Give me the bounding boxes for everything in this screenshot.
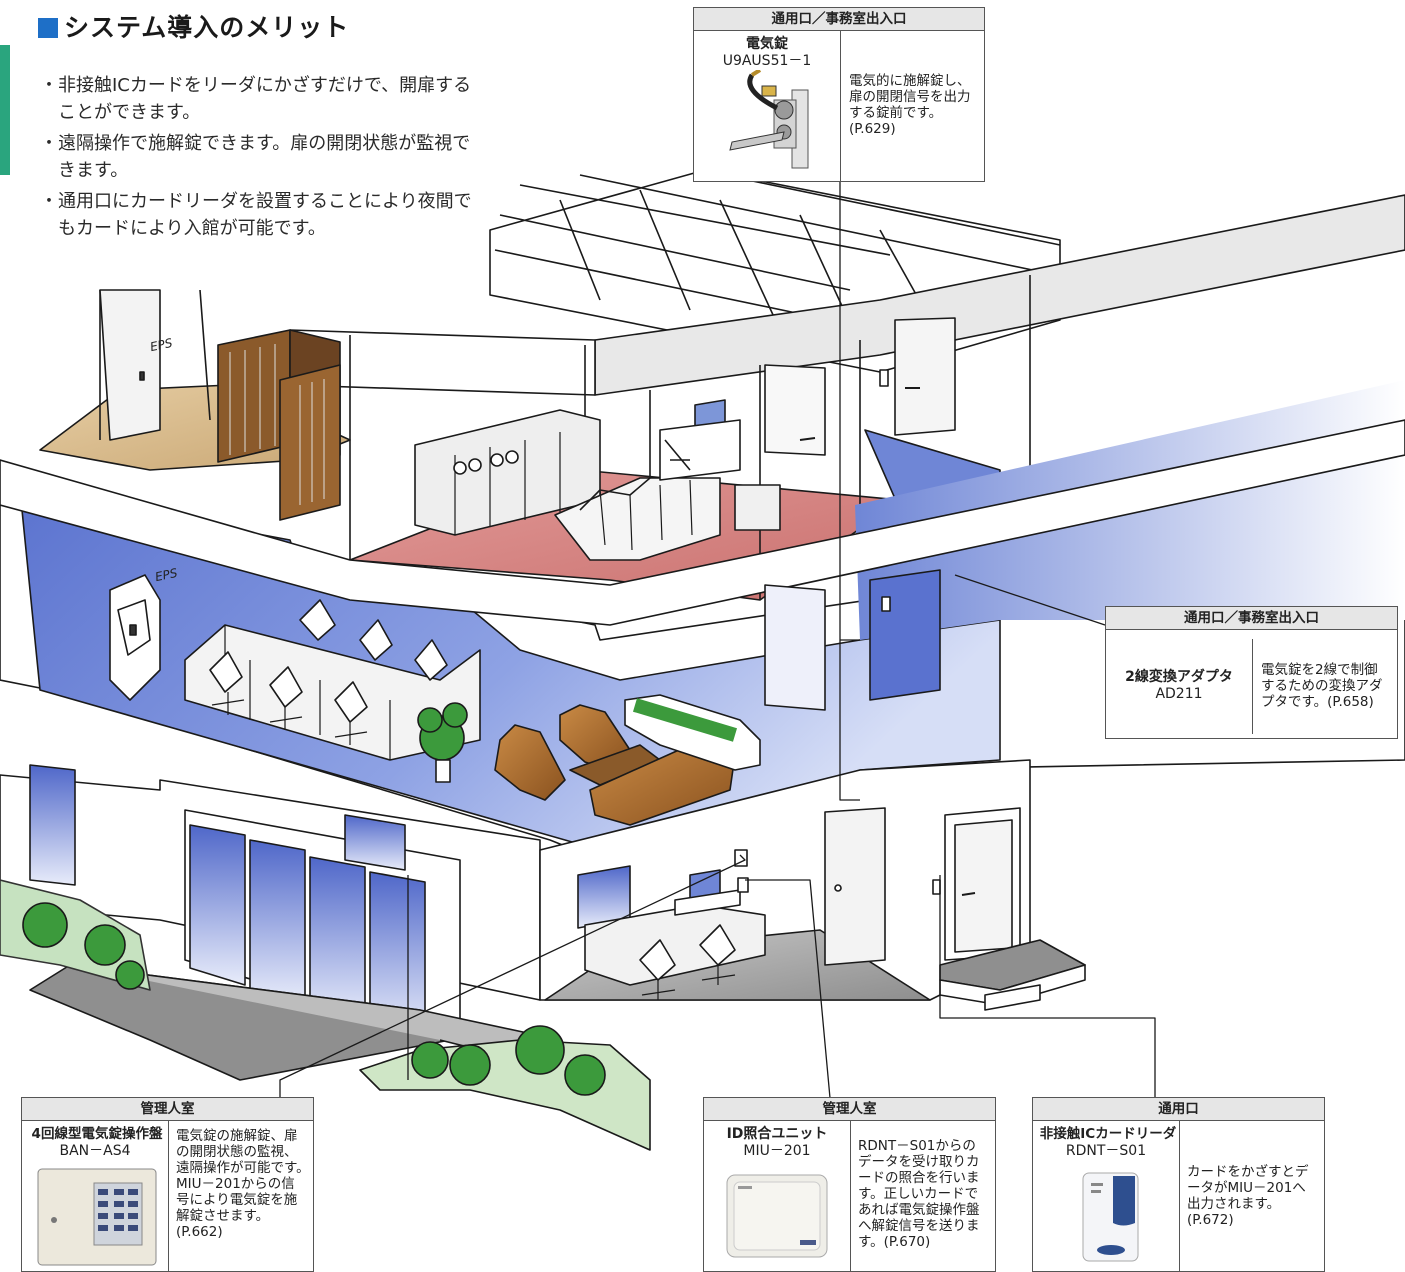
front-bushes <box>359 1025 651 1151</box>
callout-header: 通用口／事務室出入口 <box>1106 607 1397 630</box>
office-plant <box>417 702 468 783</box>
accent-bar <box>0 45 10 175</box>
control-panel-image <box>37 1168 157 1266</box>
service-entrance <box>932 807 1086 1011</box>
product-model: MIU－201 <box>743 1143 811 1159</box>
middle-slab <box>0 419 1405 626</box>
callout-header: 通用口 <box>1033 1098 1324 1121</box>
product-description: 電気錠の施解錠、扉 の開閉状態の監視、 遠隔操作が可能です。 MIU－201から… <box>176 1128 310 1240</box>
callout-header: 管理人室 <box>22 1098 313 1121</box>
product-name: ID照合ユニット <box>726 1126 828 1142</box>
benefit-item: 非接触ICカードをリーダにかざすだけで、開扉することができます。 <box>40 72 480 126</box>
callout-control-panel: 管理人室 4回線型電気錠操作盤 BAN－AS4 電気錠の施解錠、扉 の開閉状態の… <box>21 1097 314 1272</box>
card-reader-image <box>1082 1172 1139 1262</box>
benefit-item: 遠隔操作で施解錠できます。扉の開閉状態が監視できます。 <box>40 130 480 184</box>
product-description: 電気的に施解錠し、 扉の開閉信号を出力 する錠前です。 (P.629) <box>849 73 971 137</box>
left-bushes <box>0 879 151 991</box>
product-description: カードをかざすとデ ータがMIU－201へ 出力されます。 (P.672) <box>1187 1164 1309 1228</box>
product-name: 電気錠 <box>746 36 788 52</box>
section-title: システム導入のメリット <box>38 8 349 44</box>
product-model: AD211 <box>1155 686 1203 702</box>
product-name: 非接触ICカードリーダ <box>1039 1126 1177 1142</box>
product-description: RDNT－S01からの データを受け取りカ ードの照合を行いま す。正しいカード… <box>858 1138 980 1250</box>
callout-electric-lock: 通用口／事務室出入口 電気錠 U9AUS51－1 電気的に施解錠し、 扉の開閉信… <box>693 7 985 182</box>
wiring-lines <box>279 182 1156 1099</box>
product-model: U9AUS51－1 <box>722 53 812 69</box>
id-unit-image <box>726 1174 828 1258</box>
callout-id-unit: 管理人室 ID照合ユニット MIU－201 RDNT－S01からの データを受け… <box>703 1097 996 1272</box>
benefit-list: 非接触ICカードをリーダにかざすだけで、開扉することができます。 遠隔操作で施解… <box>40 72 480 246</box>
callout-adapter: 通用口／事務室出入口 2線変換アダプタ AD211 電気錠を2線で制御 するため… <box>1105 606 1398 739</box>
bookshelves <box>217 329 341 521</box>
office-desks <box>184 599 481 761</box>
electric-lock-image <box>729 70 809 169</box>
benefit-item: 通用口にカードリーダを設置することにより夜間でもカードにより入館が可能です。 <box>40 188 480 242</box>
callout-header: 通用口／事務室出入口 <box>694 8 984 31</box>
callout-header: 管理人室 <box>704 1098 995 1121</box>
product-name: 2線変換アダプタ <box>1125 669 1233 685</box>
control-room-equipment <box>414 399 781 561</box>
product-model: BAN－AS4 <box>59 1143 131 1159</box>
product-model: RDNT－S01 <box>1065 1143 1147 1159</box>
product-name: 4回線型電気錠操作盤 <box>31 1126 163 1142</box>
entrance-glass-doors <box>184 809 461 1041</box>
title-square-icon <box>38 18 58 38</box>
product-description: 電気錠を2線で制御 するための変換アダ プタです。(P.658) <box>1261 662 1383 710</box>
callout-card-reader: 通用口 非接触ICカードリーダ RDNT－S01 カードをかざすとデ ータがMI… <box>1032 1097 1325 1272</box>
section-title-text: システム導入のメリット <box>64 13 350 42</box>
